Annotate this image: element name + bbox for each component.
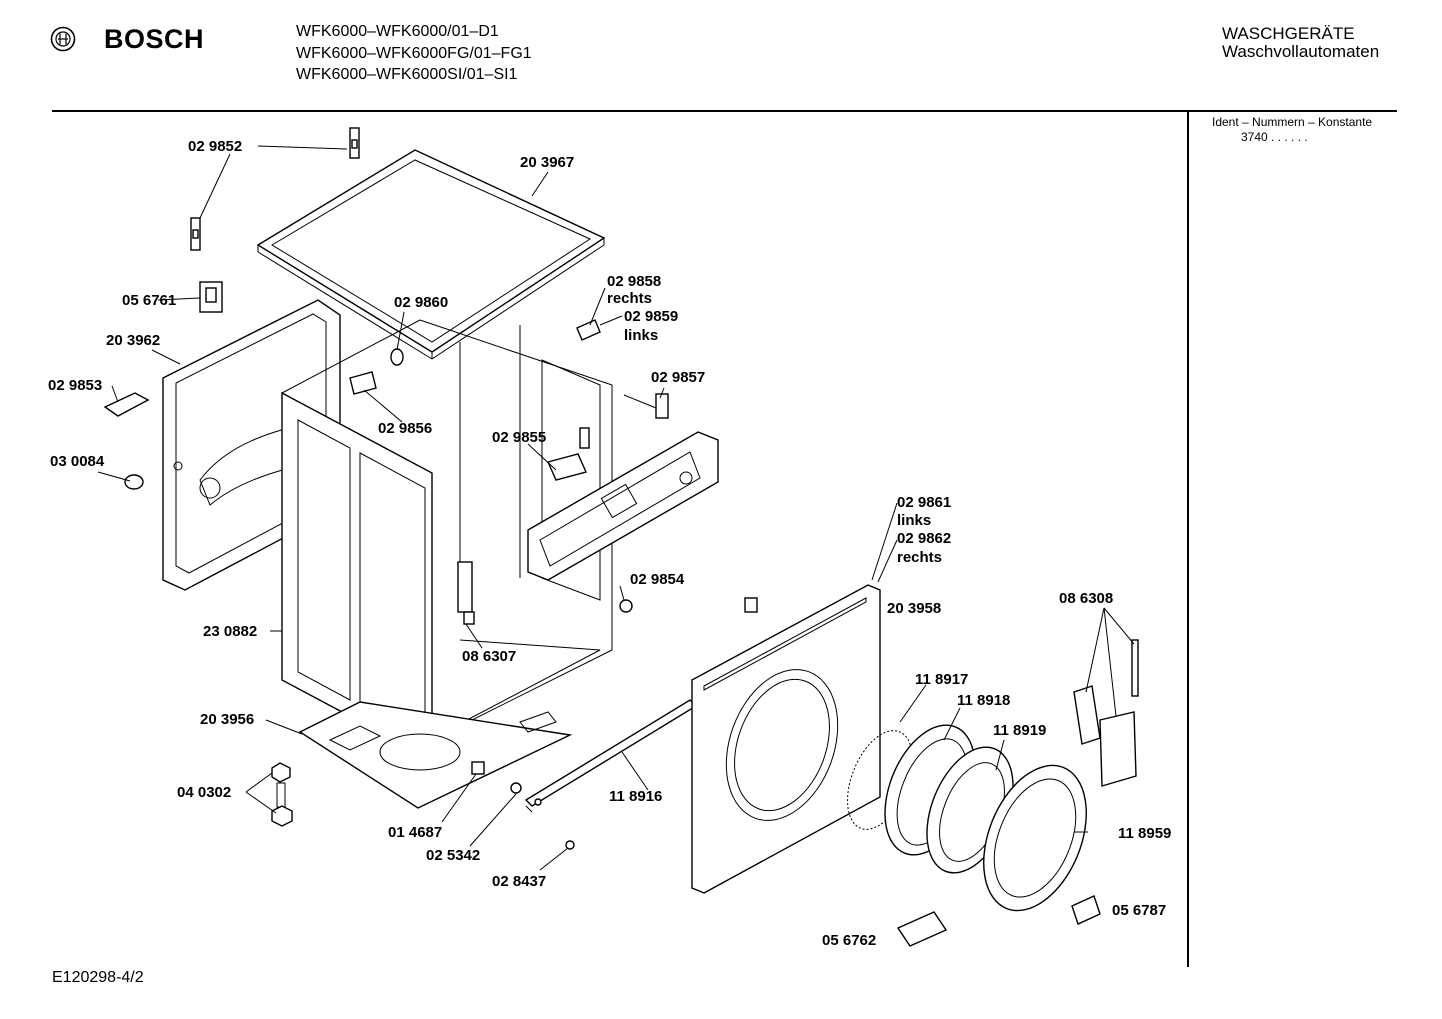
latch-part-right (623, 393, 669, 419)
cap-part (124, 474, 144, 490)
label-203962: 20 3962 (106, 332, 160, 349)
category-subtitle: Waschvollautomaten (1222, 42, 1380, 61)
plug-part (390, 348, 404, 366)
label-203958: 20 3958 (887, 600, 941, 617)
front-panel-part (691, 584, 881, 894)
bosch-logo-icon (50, 26, 76, 52)
control-panel-part (527, 431, 719, 581)
hinge-part (199, 281, 223, 313)
holder-part-lower (457, 561, 475, 625)
label-086307: 08 6307 (462, 648, 516, 665)
label-029858: 02 9858 (607, 273, 661, 290)
label-118918: 11 8918 (957, 692, 1010, 709)
label-025342: 02 5342 (426, 847, 480, 864)
label-118917: 11 8917 (915, 671, 968, 688)
label-056787: 05 6787 (1112, 902, 1166, 919)
leader-lines (97, 145, 1135, 871)
header-divider (52, 110, 1397, 112)
foot-part (271, 762, 293, 827)
lock-part (896, 911, 948, 947)
side-divider (1187, 111, 1189, 967)
label-056762: 05 6762 (822, 932, 876, 949)
label-029854: 02 9854 (630, 571, 685, 588)
label-030084: 03 0084 (50, 453, 105, 470)
model-line-2: WFK6000–WFK6000FG/01–FG1 (296, 45, 532, 62)
label-029857: 02 9857 (651, 369, 705, 386)
label-029861: 02 9861 (897, 494, 951, 511)
top-cover-part (256, 149, 606, 360)
small-parts-base (471, 761, 575, 850)
label-029855: 02 9855 (492, 429, 546, 446)
label-203956: 20 3956 (200, 711, 254, 728)
label-029862: 02 9862 (897, 530, 951, 547)
label-056761: 05 6761 (122, 292, 176, 309)
hinge-assembly-part (1073, 639, 1139, 787)
ident-label: Ident – Nummern – Konstante (1212, 115, 1373, 129)
ident-value: 3740 . . . . . . (1241, 130, 1308, 144)
model-line-3: WFK6000–WFK6000SI/01–SI1 (296, 66, 518, 83)
label-230882: 23 0882 (203, 623, 257, 640)
label-029853: 02 9853 (48, 377, 102, 394)
model-line-1: WFK6000–WFK6000/01–D1 (296, 23, 499, 40)
part-labels: 02 9852 20 3967 05 6761 02 9860 02 9858 … (48, 138, 1171, 949)
label-028437: 02 8437 (492, 873, 546, 890)
bracket-part-left (103, 392, 150, 417)
switch-part (547, 427, 590, 481)
label-029856: 02 9856 (378, 420, 432, 437)
drawing-number: E120298-4/2 (52, 969, 144, 986)
label-040302: 04 0302 (177, 784, 231, 801)
label-rechts-1: rechts (607, 290, 652, 307)
clip-part-left (190, 217, 201, 251)
corner-bracket-part (576, 319, 601, 341)
label-rechts-2: rechts (897, 549, 942, 566)
label-029859: 02 9859 (624, 308, 678, 325)
label-029852: 02 9852 (188, 138, 242, 155)
clip-part-top (349, 127, 360, 159)
door-outer-ring-part (983, 764, 1087, 912)
base-plate-part (298, 701, 573, 809)
label-links-2: links (897, 512, 931, 529)
label-118919: 11 8919 (993, 722, 1046, 739)
grommet-part (619, 599, 633, 613)
label-029860: 02 9860 (394, 294, 448, 311)
label-links-1: links (624, 327, 658, 344)
door-handle-part (1071, 895, 1101, 925)
label-118916: 11 8916 (609, 788, 662, 805)
category-title: WASCHGERÄTE (1222, 24, 1355, 43)
label-203967: 20 3967 (520, 154, 574, 171)
label-118959: 11 8959 (1118, 825, 1171, 842)
brand-name: BOSCH (104, 24, 205, 54)
label-014687: 01 4687 (388, 824, 442, 841)
label-086308: 08 6308 (1059, 590, 1113, 607)
catch-part (349, 371, 377, 395)
